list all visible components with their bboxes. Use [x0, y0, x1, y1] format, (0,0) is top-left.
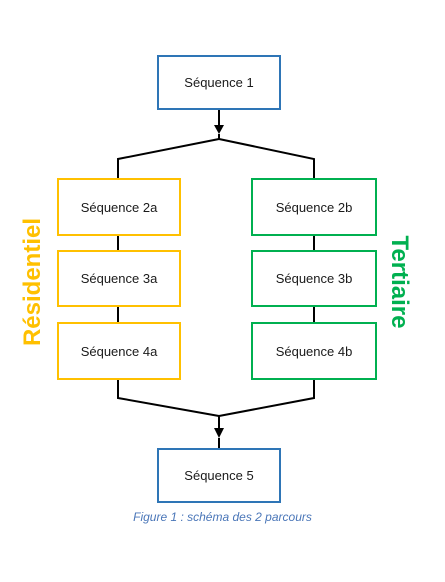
- box-sequence-5-label: Séquence 5: [184, 468, 254, 483]
- box-sequence-3a-label: Séquence 3a: [80, 271, 158, 286]
- box-sequence-3b-label: Séquence 3b: [275, 271, 353, 286]
- box-sequence-5: Séquence 5: [157, 448, 281, 503]
- box-sequence-2b-label: Séquence 2b: [275, 199, 353, 215]
- figure-caption: Figure 1 : schéma des 2 parcours: [133, 510, 312, 524]
- connector-split-right: [218, 138, 315, 178]
- box-sequence-4a: Séquence 4a: [57, 322, 181, 380]
- connector-merge-right: [218, 380, 315, 417]
- label-residentiel: Résidentiel: [19, 217, 46, 347]
- box-sequence-1: Séquence 1: [157, 55, 281, 110]
- box-sequence-4b-label: Séquence 4b: [275, 343, 353, 359]
- box-sequence-4a-label: Séquence 4a: [80, 343, 158, 359]
- box-sequence-2b: Séquence 2b: [251, 178, 377, 236]
- connector-merge-left: [117, 380, 220, 417]
- box-sequence-2a-label: Séquence 2a: [80, 199, 158, 215]
- box-sequence-4b: Séquence 4b: [251, 322, 377, 380]
- arrow-head-top: [214, 125, 224, 134]
- box-sequence-3a: Séquence 3a: [57, 250, 181, 307]
- label-tertiaire: Tertiaire: [386, 235, 413, 329]
- connector-split-left: [117, 138, 220, 178]
- box-sequence-2a: Séquence 2a: [57, 178, 181, 236]
- box-sequence-1-label: Séquence 1: [184, 75, 254, 90]
- box-sequence-3b: Séquence 3b: [251, 250, 377, 307]
- arrow-head-bottom: [214, 428, 224, 438]
